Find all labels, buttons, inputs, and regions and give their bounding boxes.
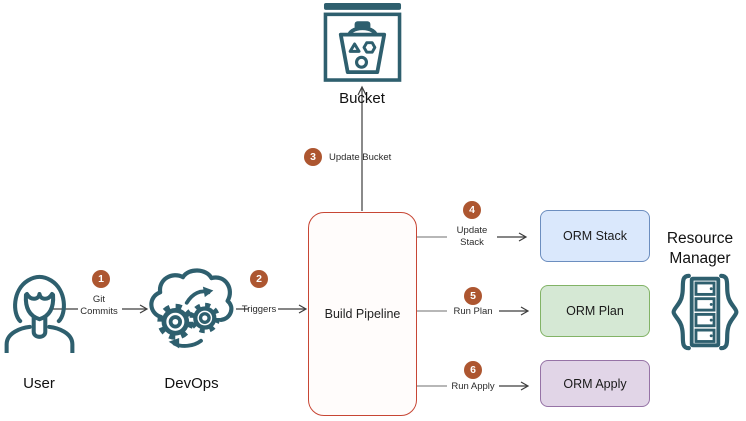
step-number: 3 [310,151,316,163]
arrowhead-user-devops [139,304,149,314]
orm-stack-label: ORM Stack [563,229,627,243]
devops-label: DevOps [164,375,219,392]
step-number: 2 [256,273,262,285]
arrowhead-pipeline-bucket [357,85,367,96]
bucket-label: Bucket [339,90,385,107]
orm-stack-box: ORM Stack [540,210,650,262]
step-badge-1: 1 [92,270,110,288]
build-pipeline-box: Build Pipeline [308,212,417,416]
user-label: User [23,375,55,392]
step-badge-4: 4 [463,201,481,219]
cloud-gears-icon [143,261,240,356]
server-in-braces-icon [666,273,744,351]
build-pipeline-label: Build Pipeline [324,307,401,321]
resource-manager-label: Resource Manager [666,230,734,267]
step-number: 1 [98,273,104,285]
arrowhead-run-plan [520,306,530,316]
step-number: 5 [470,290,476,302]
step-number: 4 [469,204,475,216]
step-badge-3: 3 [304,148,322,166]
orm-apply-box: ORM Apply [540,360,650,407]
arrowhead-devops-pipeline [298,304,308,314]
step-badge-6: 6 [464,361,482,379]
arrowhead-update-stack [518,232,528,242]
step-label-triggers: Triggers [241,304,277,315]
step-label-run-plan: Run Plan [453,306,493,317]
orm-plan-label: ORM Plan [566,304,624,318]
orm-apply-label: ORM Apply [563,376,627,391]
step-label-git-commits: Git Commits [80,294,118,317]
step-number: 6 [470,364,476,376]
step-label-run-apply: Run Apply [451,381,495,392]
arrowhead-run-apply [520,381,530,391]
step-label-update-bucket: Update Bucket [329,152,392,163]
storage-bucket-icon [322,2,403,83]
orm-plan-box: ORM Plan [540,285,650,337]
step-label-update-stack: Update Stack [456,225,488,248]
person-icon [1,266,78,353]
step-badge-5: 5 [464,287,482,305]
step-badge-2: 2 [250,270,268,288]
